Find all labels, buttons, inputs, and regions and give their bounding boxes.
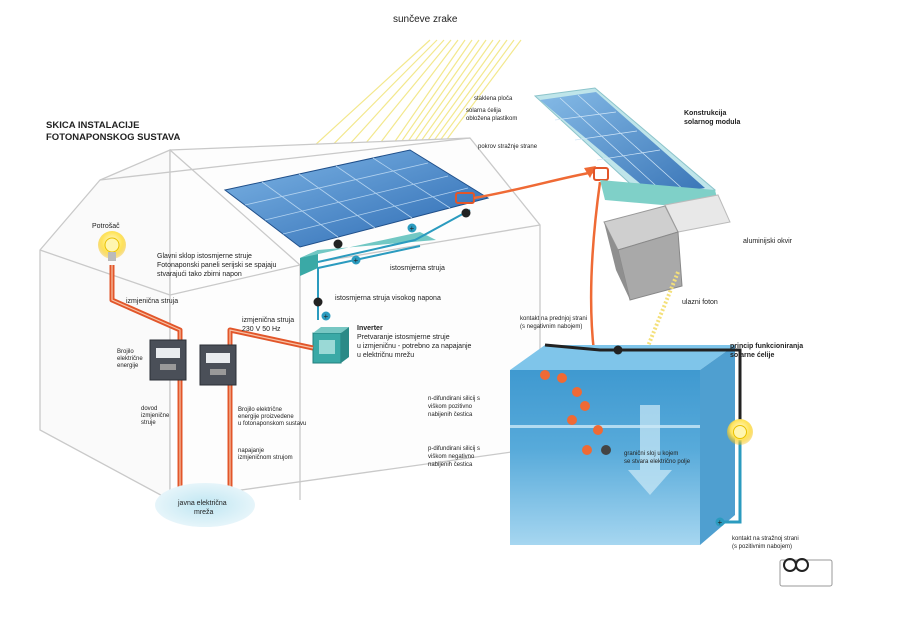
charge-minus-1: − [336,240,341,249]
label-meter-consumed-2: električne [117,356,143,362]
label-principle-1: princip funkcioniranja [730,343,803,350]
label-supply-ac-1: napajanje [238,448,265,454]
dc-wiring [317,209,471,320]
label-n-silicon-3: nabijenih čestica [428,412,473,418]
label-front-contact-1: kontakt na prednjoj strani [520,316,587,322]
label-main-line-2: Fotonaponski paneli serijski se spajaju [157,262,277,269]
dc-junction-box [300,232,436,276]
solar-module-exploded [533,87,731,301]
charge-minus-3: − [316,298,321,307]
label-photon: ulazni foton [682,299,718,306]
cell-charge-plus: + [718,518,723,527]
label-inverter-4: u električnu mrežu [357,352,414,359]
cell-labels: kontakt na prednjoj strani (s negativnim… [428,316,803,550]
label-grid-1: javna električna [177,500,227,507]
label-ac-230-1: izmjenična struja [242,317,294,324]
label-meter-produced-2: energije proizvedene [238,414,294,420]
label-dc-high-voltage: istosmjerna struja visokog napona [335,295,441,302]
diagram-title-line-2: FOTONAPONSKOG SUSTAVA [46,132,181,143]
cell-charge-minus: − [616,346,621,355]
public-grid [155,483,255,527]
charge-minus-2: − [464,209,469,218]
label-module-title-1: Konstrukcija [684,110,727,117]
roof-charge-markers: − + − + − + [313,208,471,321]
label-junction-1: granični sloj u kojem [624,451,678,457]
label-p-silicon-1: p-difundirani silicij s [428,446,480,452]
label-grid-2: mreža [194,509,214,516]
label-junction-2: se stvara električno polje [624,459,691,465]
zoom-arrows [473,170,602,353]
charge-plus-2: + [354,256,359,265]
meter-produced-energy [199,344,237,386]
module-labels: staklena ploča solarna ćelija obložena p… [466,96,793,306]
label-meter-consumed-1: Brojilo [117,349,134,355]
label-ac-supply-3: struje [141,420,156,426]
label-ac-230-2: 230 V 50 Hz [242,326,281,333]
label-n-silicon-2: viškom pozitivno [428,404,473,410]
label-backsheet: pokrov stražnje strane [478,144,538,150]
label-back-contact-2: (s pozitivnim nabojem) [732,544,792,550]
arrow-head-module [584,166,596,178]
label-cell-2: obložena plastikom [466,116,517,122]
label-main-line-3: stvarajući tako zbirni napon [157,271,242,278]
label-meter-consumed-3: energije [117,363,139,369]
label-ac-supply-2: izmjenične [141,413,170,419]
diagram-title-line-1: SKICA INSTALACIJE [46,120,139,131]
label-meter-produced-1: Brojilo električne [238,407,283,413]
label-dc-current: istosmjerna struja [390,265,445,272]
label-inverter-2: Pretvaranje istosmjerne struje [357,334,450,341]
label-n-silicon-1: n-difundirani silicij s [428,396,480,402]
meter-consumed-energy [149,339,187,381]
label-front-contact-2: (s negativnim nabojem) [520,324,582,330]
cell-bulb-icon [727,419,753,445]
label-supply-ac-2: izmjeničnom strujom [238,455,293,461]
label-principle-2: solarne ćelije [730,352,774,359]
label-back-contact-1: kontakt na stražnoj strani [732,536,799,542]
label-inverter-3: u izmjeničnu - potrebno za napajanje [357,343,472,350]
charge-plus-3: + [324,312,329,321]
label-ac-supply-1: dovod [141,406,157,412]
cell-circuit [544,343,742,524]
label-frame: aluminijski okvir [743,238,793,245]
label-p-silicon-2: viškom negativno [428,454,475,460]
cell-circuit-markers: − + [613,345,725,527]
house-labels: Potrošač izmjenična struja Glavni sklop … [92,223,472,516]
inverter [312,327,349,364]
module-detail-marker [593,167,609,181]
label-main-line-1: Glavni sklop istosmjerne struje [157,253,252,260]
label-p-silicon-3: nabijenih čestica [428,462,473,468]
label-meter-produced-3: u fotonaponskom sustavu [238,421,306,427]
consumer-bulb-icon [98,231,126,261]
overlay-icon [779,558,833,587]
label-ac-current: izmjenična struja [126,298,178,305]
label-glass: staklena ploča [474,96,513,102]
house-outline [39,137,541,502]
sun-rays-label: sunčeve zrake [393,14,458,25]
roof-solar-panel [223,149,490,248]
solar-cell-block [510,345,735,545]
ac-wiring-core [111,265,314,500]
label-inverter-title: Inverter [357,325,383,332]
charge-carriers [540,370,611,455]
label-consumer: Potrošač [92,223,120,230]
charge-plus-1: + [410,224,415,233]
label-module-title-2: solarnog modula [684,119,741,126]
label-cell-1: solarna ćelija [466,108,502,114]
